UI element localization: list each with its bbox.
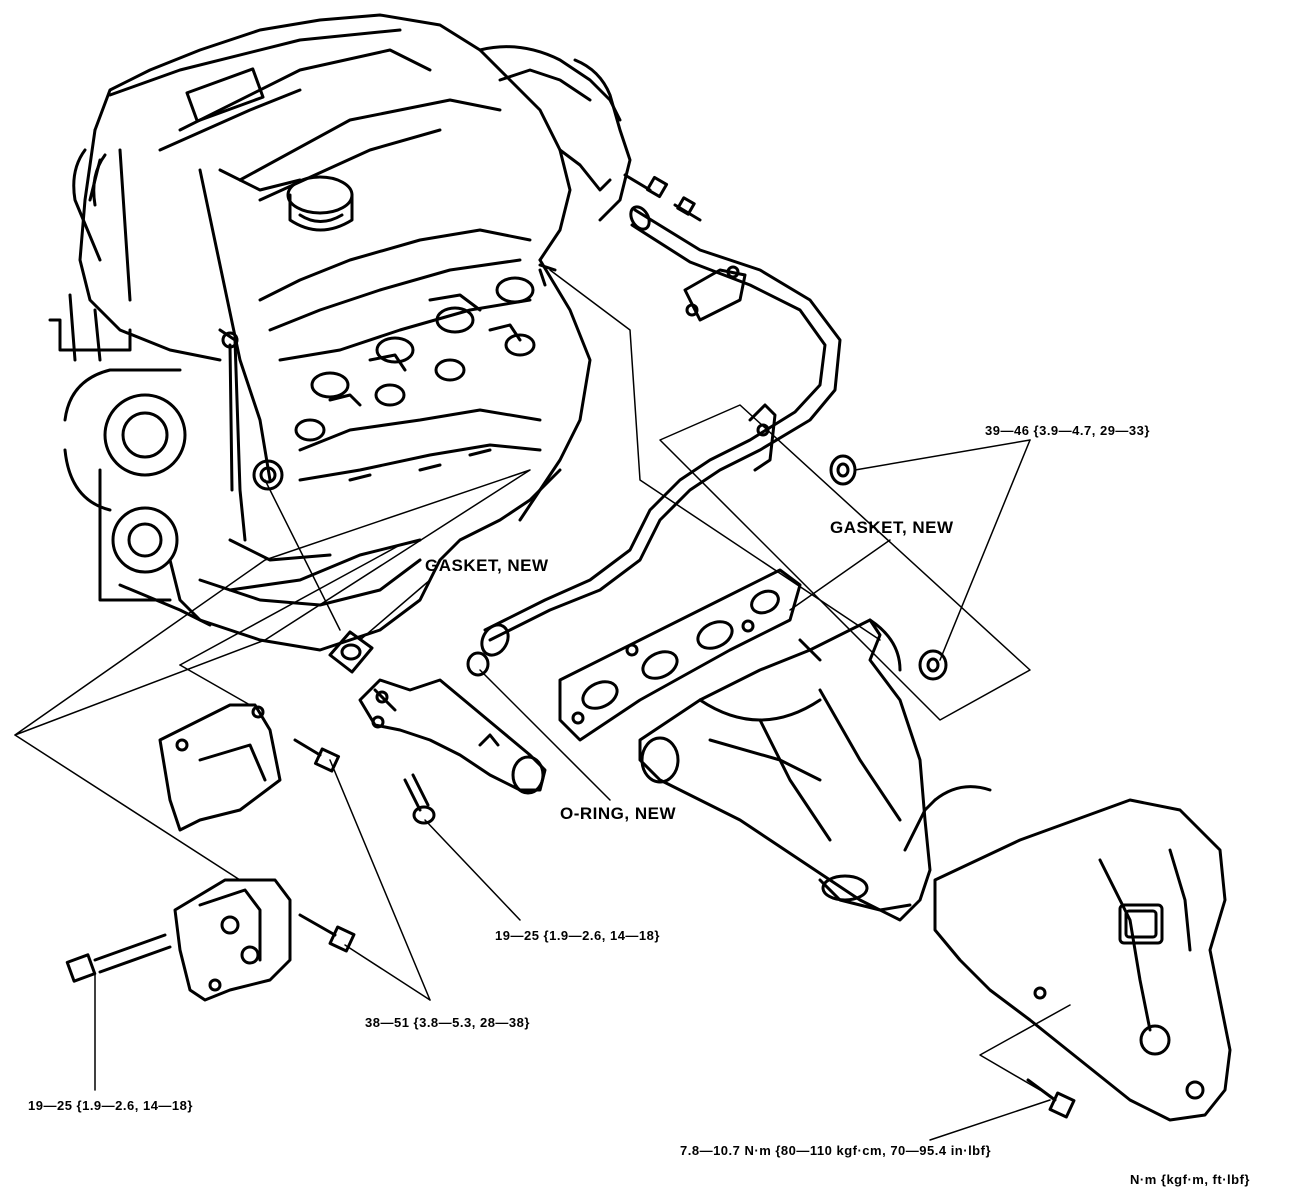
- torque-label-center: 19—25 {1.9—2.6, 14—18}: [495, 928, 660, 943]
- mount-bracket: [158, 703, 341, 832]
- exhaust-gasket: [558, 568, 802, 742]
- engine-block: [48, 13, 632, 652]
- heat-shield: [933, 798, 1232, 1122]
- stud-line: [549, 269, 881, 641]
- bolt-center: [403, 773, 436, 825]
- mount-outline-2: [179, 544, 401, 666]
- torque-label-mount: 38—51 {3.8—5.3, 28—38}: [365, 1015, 530, 1030]
- water-pipe: [480, 173, 842, 657]
- exhaust-manifold: [638, 618, 992, 922]
- nut-manifold: [918, 649, 948, 681]
- mount-outline: [14, 469, 531, 736]
- gasket-label-right: GASKET, NEW: [830, 518, 954, 537]
- torque-label-bottom-left: 19—25 {1.9—2.6, 14—18}: [28, 1098, 193, 1113]
- oring-label: O-RING, NEW: [560, 804, 676, 823]
- leader-lines: [94, 439, 1051, 1141]
- water-outlet: [358, 678, 547, 795]
- mount-outline-3: [14, 734, 241, 881]
- nut-upper: [829, 454, 857, 486]
- mount-outline-4: [179, 664, 251, 706]
- engine-mount: [65, 878, 1076, 1119]
- torque-label-upper-nut: 39—46 {3.9—4.7, 29—33}: [985, 423, 1150, 438]
- o-ring: [466, 651, 490, 677]
- torque-label-heat-shield: 7.8—10.7 N·m {80—110 kgf·cm, 70—95.4 in·…: [680, 1143, 992, 1158]
- unit-legend: N·m {kgf·m, ft·lbf}: [1130, 1172, 1250, 1187]
- manifold-outline: [659, 404, 1031, 721]
- gasket-label-left: GASKET, NEW: [425, 556, 549, 575]
- gasket-small: [328, 630, 374, 674]
- shield-outline: [979, 1004, 1071, 1091]
